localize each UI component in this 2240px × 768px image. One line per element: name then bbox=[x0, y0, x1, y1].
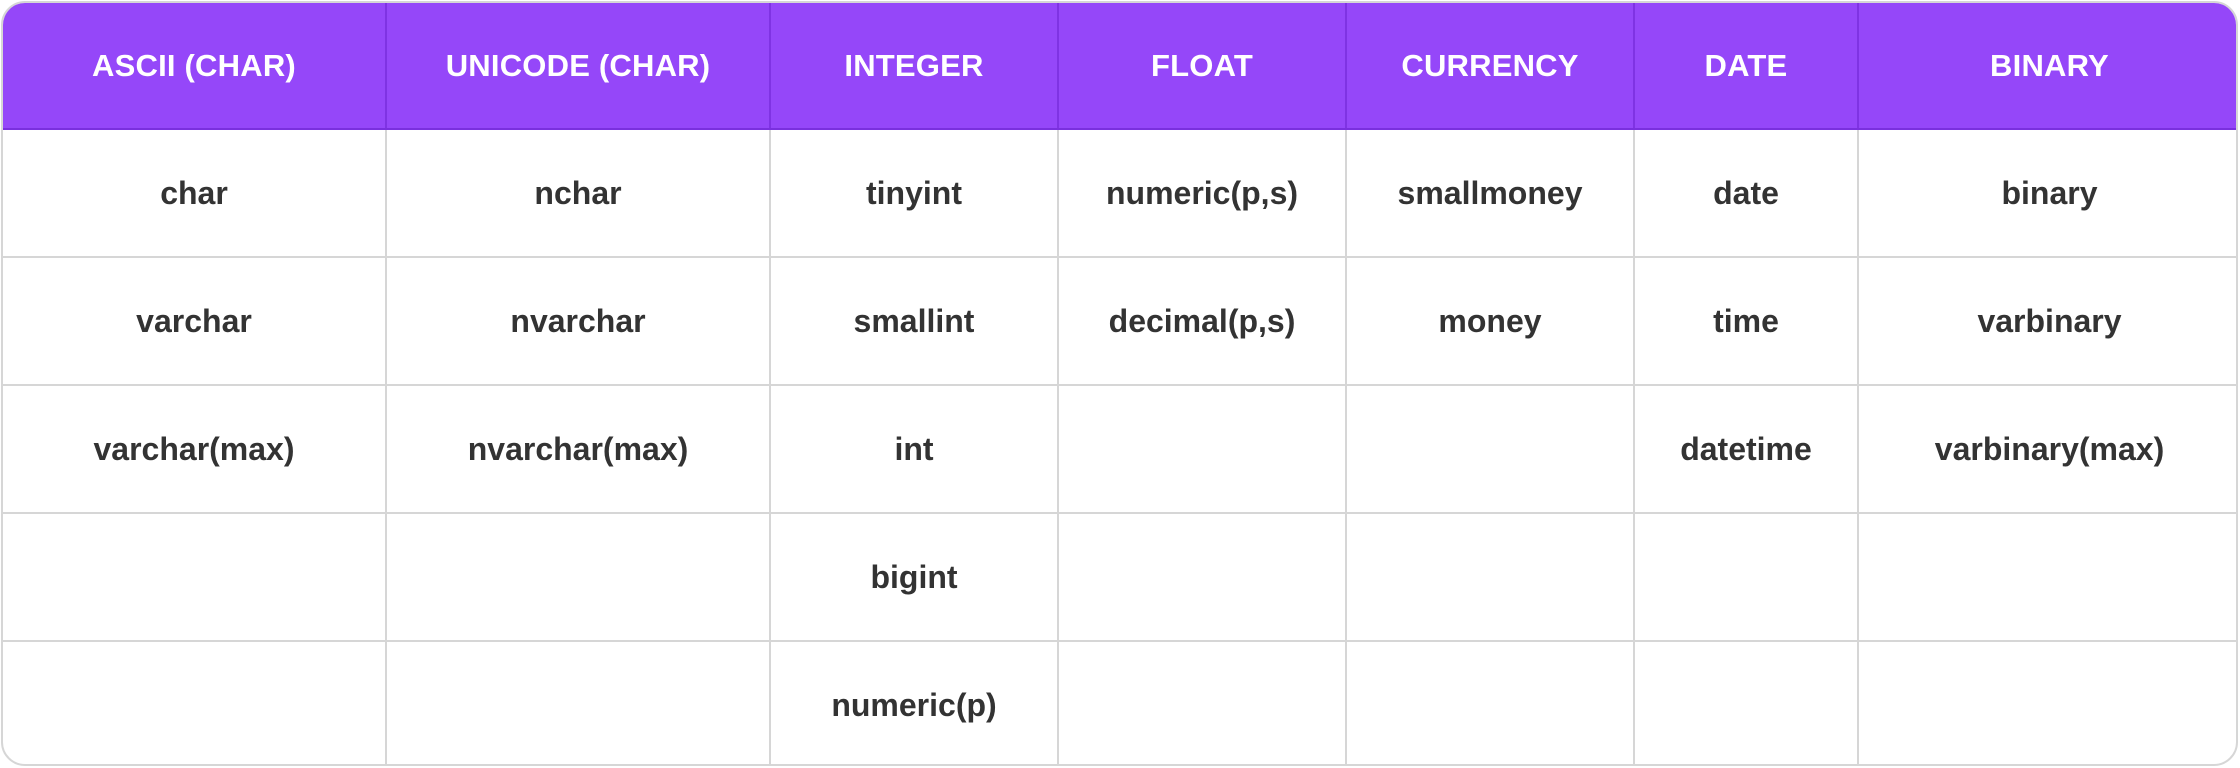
table-cell bbox=[1058, 641, 1347, 764]
table-cell: date bbox=[1634, 129, 1859, 258]
table-cell: datetime bbox=[1634, 385, 1859, 514]
table-cell bbox=[386, 641, 771, 764]
table-cell bbox=[1634, 641, 1859, 764]
table-cell: varchar bbox=[3, 257, 387, 386]
table-cell bbox=[1346, 513, 1635, 642]
table-cell: numeric(p) bbox=[770, 641, 1059, 764]
column-header-ascii: ASCII (CHAR) bbox=[3, 3, 387, 130]
table-cell: numeric(p,s) bbox=[1058, 129, 1347, 258]
table-cell: tinyint bbox=[770, 129, 1059, 258]
table-cell bbox=[1346, 385, 1635, 514]
table-cell: smallmoney bbox=[1346, 129, 1635, 258]
table-cell: binary bbox=[1858, 129, 2236, 258]
table-row: varchar(max) nvarchar(max) int datetime … bbox=[3, 385, 2236, 514]
column-header-float: FLOAT bbox=[1058, 3, 1347, 130]
table-cell: decimal(p,s) bbox=[1058, 257, 1347, 386]
table-cell: money bbox=[1346, 257, 1635, 386]
data-types-table: ASCII (CHAR) UNICODE (CHAR) INTEGER FLOA… bbox=[3, 3, 2236, 764]
table-cell bbox=[3, 641, 387, 764]
table-cell bbox=[1058, 513, 1347, 642]
table-cell: bigint bbox=[770, 513, 1059, 642]
table-cell: time bbox=[1634, 257, 1859, 386]
table-row: bigint bbox=[3, 513, 2236, 642]
table-row: numeric(p) bbox=[3, 641, 2236, 764]
column-header-unicode: UNICODE (CHAR) bbox=[386, 3, 771, 130]
column-header-date: DATE bbox=[1634, 3, 1859, 130]
table-cell bbox=[3, 513, 387, 642]
table-cell: int bbox=[770, 385, 1059, 514]
table-row: varchar nvarchar smallint decimal(p,s) m… bbox=[3, 257, 2236, 386]
table-cell bbox=[386, 513, 771, 642]
table-cell bbox=[1858, 641, 2236, 764]
table-cell: char bbox=[3, 129, 387, 258]
table-cell: nvarchar(max) bbox=[386, 385, 771, 514]
table-row: char nchar tinyint numeric(p,s) smallmon… bbox=[3, 129, 2236, 258]
table-cell: nvarchar bbox=[386, 257, 771, 386]
column-header-integer: INTEGER bbox=[770, 3, 1059, 130]
table-cell bbox=[1346, 641, 1635, 764]
table-cell bbox=[1058, 385, 1347, 514]
table-cell: varchar(max) bbox=[3, 385, 387, 514]
table-cell bbox=[1634, 513, 1859, 642]
column-header-currency: CURRENCY bbox=[1346, 3, 1635, 130]
header-row: ASCII (CHAR) UNICODE (CHAR) INTEGER FLOA… bbox=[3, 3, 2236, 130]
table-cell: smallint bbox=[770, 257, 1059, 386]
table-cell bbox=[1858, 513, 2236, 642]
table-cell: varbinary bbox=[1858, 257, 2236, 386]
table-cell: nchar bbox=[386, 129, 771, 258]
column-header-binary: BINARY bbox=[1858, 3, 2236, 130]
table-cell: varbinary(max) bbox=[1858, 385, 2236, 514]
